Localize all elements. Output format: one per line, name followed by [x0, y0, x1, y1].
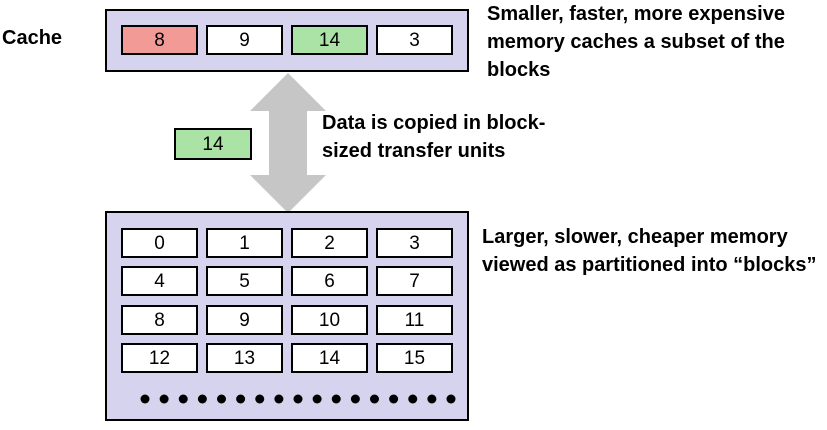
memory-block: 7: [376, 266, 453, 296]
memory-block: 9: [206, 305, 283, 335]
memory-block: 11: [376, 305, 453, 335]
cache-label: Cache: [2, 27, 63, 49]
memory-block: 0: [121, 228, 198, 258]
cache-block: 14: [291, 25, 368, 55]
memory-block: 10: [291, 305, 368, 335]
double-arrow-icon: [250, 73, 326, 213]
memory-block: 5: [206, 266, 283, 296]
memory-block: 14: [291, 343, 368, 373]
memory-block: 1: [206, 228, 283, 258]
transfer-block: 14: [174, 128, 252, 160]
cache-block: 9: [206, 25, 283, 55]
memory-block: 13: [206, 343, 283, 373]
cache-block: 8: [121, 25, 198, 55]
memory-block: 15: [376, 343, 453, 373]
memory-block: 3: [376, 228, 453, 258]
memory-block: 2: [291, 228, 368, 258]
memory-block: 4: [121, 266, 198, 296]
memory-block: 12: [121, 343, 198, 373]
cache-block: 3: [376, 25, 453, 55]
transfer-description: Data is copied in block-sized transfer u…: [322, 112, 546, 162]
cache-description: Smaller, faster, more expensive memory c…: [487, 3, 785, 81]
memory-description: Larger, slower, cheaper memory viewed as…: [482, 226, 817, 276]
memory-block: 8: [121, 305, 198, 335]
memory-block: 6: [291, 266, 368, 296]
